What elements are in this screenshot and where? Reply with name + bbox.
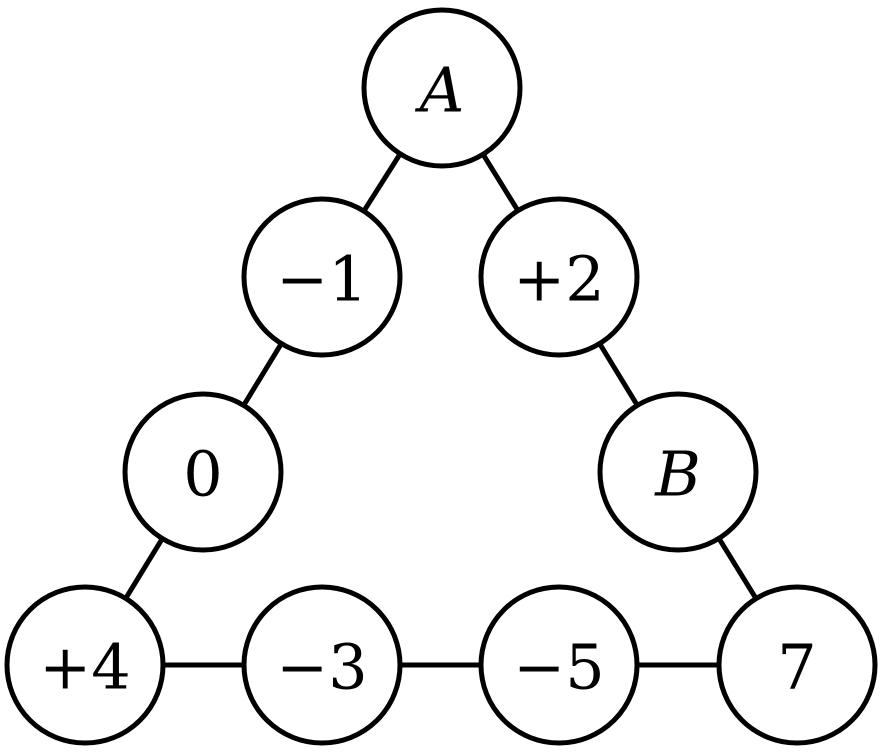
nodes: A −1 +2 0 B +4 −3 −5 7 — [4, 7, 878, 746]
node-left-middle: 0 — [122, 391, 284, 553]
node-circle — [361, 7, 523, 169]
node-label: A — [415, 54, 465, 127]
node-label: B — [654, 438, 701, 511]
node-label: −1 — [276, 243, 367, 316]
node-right-upper: +2 — [478, 196, 640, 358]
node-label: 0 — [183, 438, 222, 511]
node-bottom-inner-left: −3 — [241, 584, 403, 746]
node-circle — [478, 196, 640, 358]
node-circle — [716, 584, 878, 746]
node-top: A — [361, 7, 523, 169]
node-right-middle: B — [597, 391, 759, 553]
node-circle — [597, 391, 759, 553]
node-bottom-left: +4 — [4, 584, 166, 746]
node-circle — [122, 391, 284, 553]
node-bottom-inner-right: −5 — [478, 584, 640, 746]
node-label: +4 — [39, 631, 130, 704]
node-label: −3 — [276, 631, 367, 704]
node-circle — [478, 584, 640, 746]
node-label: −5 — [513, 631, 604, 704]
node-circle — [241, 196, 403, 358]
node-circle — [4, 584, 166, 746]
node-bottom-right: 7 — [716, 584, 878, 746]
node-circle — [241, 584, 403, 746]
node-left-upper: −1 — [241, 196, 403, 358]
edges — [82, 86, 800, 668]
node-label: 7 — [777, 631, 816, 704]
node-label: +2 — [513, 243, 604, 316]
